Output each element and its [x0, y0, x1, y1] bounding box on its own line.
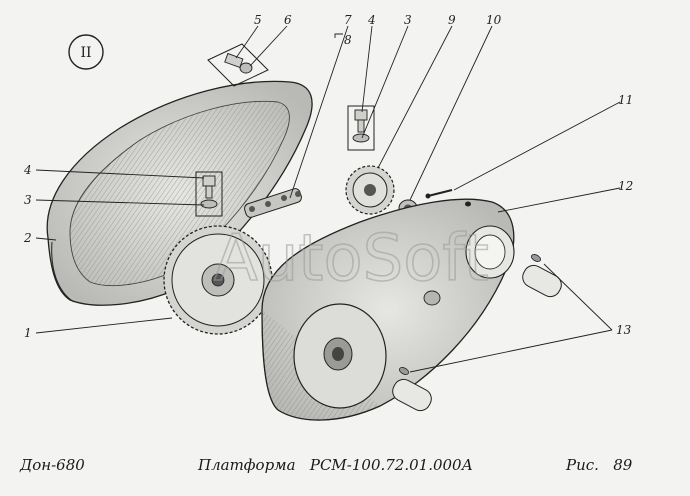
callout-4-right: 4: [367, 13, 376, 27]
callout-3-right: 3: [404, 13, 412, 27]
chain-link-part-7-8: [244, 188, 302, 218]
callout-10: 10: [486, 13, 502, 27]
dowel-pin-upper: [522, 254, 562, 298]
callout-12: 12: [618, 179, 633, 193]
bolt-group-right: [347, 105, 375, 151]
footer-assembly-title: Платформа РСМ-100.72.01.000А: [198, 456, 473, 474]
large-sprocket-part-1: [163, 225, 273, 335]
callout-13: 13: [616, 323, 632, 337]
dowel-pin-lower: [392, 367, 432, 412]
callout-labels: 1 2 3 4 5 6 7 8 4 3 9 10 11 12 13: [23, 13, 633, 340]
callout-9: 9: [448, 13, 456, 27]
callout-6: 6: [284, 13, 292, 27]
view-marker: II: [68, 34, 104, 70]
callout-5: 5: [254, 13, 262, 27]
callout-8: 8: [344, 33, 352, 47]
callout-2: 2: [23, 231, 32, 245]
bolt-group-left: [195, 171, 223, 217]
footer-figure-number: Рис. 89: [566, 456, 633, 474]
leader-lines: [35, 25, 621, 373]
pin-part-11: [425, 189, 453, 199]
footer-model: Дон-680: [20, 456, 85, 474]
callout-3-left: 3: [24, 193, 32, 207]
callout-4-left: 4: [23, 163, 32, 177]
dowel-pins-part-13: [392, 254, 562, 412]
callout-7: 7: [344, 13, 352, 27]
bolt-group-top: [207, 43, 269, 87]
callout-1: 1: [24, 326, 32, 340]
main-housing-part-12: [261, 198, 515, 421]
left-cover-part-2: [46, 80, 313, 306]
small-sprocket-part-9: [345, 165, 395, 215]
callout-11: 11: [618, 93, 633, 107]
watermark: AutoSoft: [214, 222, 489, 296]
view-marker-label: II: [80, 45, 91, 61]
